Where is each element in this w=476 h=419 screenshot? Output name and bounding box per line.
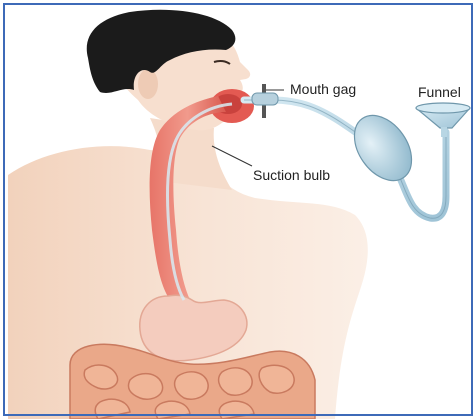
ear (138, 69, 158, 99)
suction-bulb (343, 105, 424, 192)
mouth-gag-device (252, 84, 278, 118)
suction-bulb-label: Suction bulb (253, 167, 330, 183)
funnel-label: Funnel (418, 84, 461, 100)
funnel (416, 103, 470, 137)
mouth-gag-label: Mouth gag (290, 81, 356, 97)
